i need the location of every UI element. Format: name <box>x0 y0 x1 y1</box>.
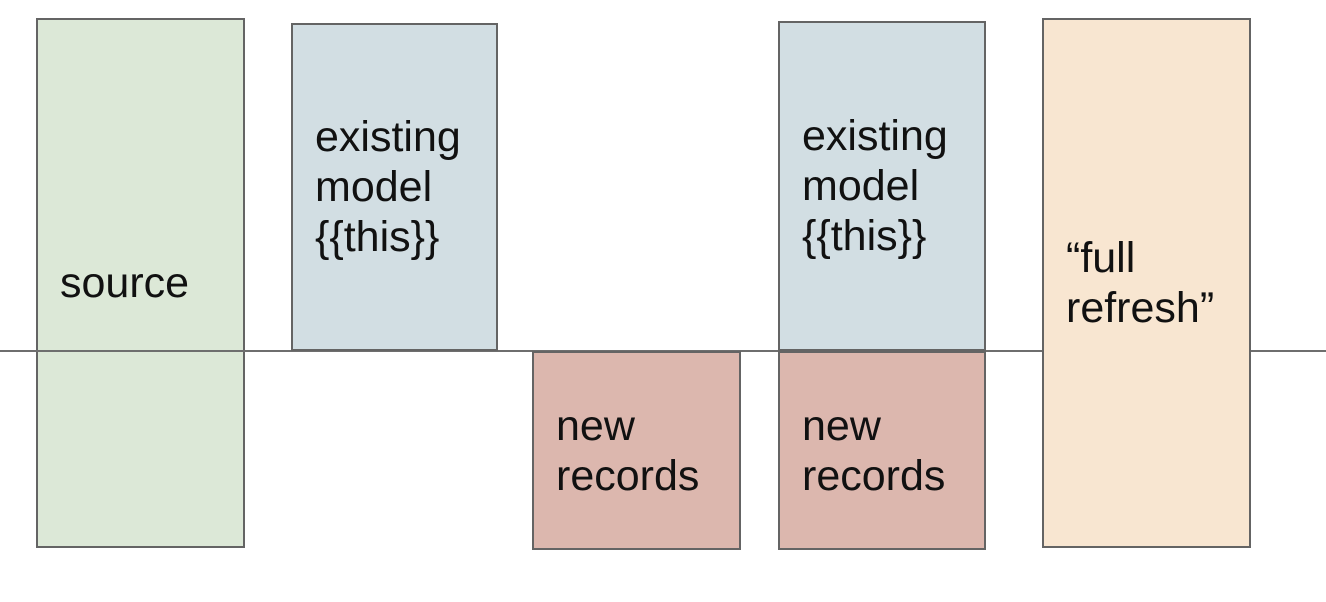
full-refresh-box-label: “full refresh” <box>1066 234 1215 332</box>
new-records-box-1: new records <box>532 351 741 550</box>
new-records-box-2: new records <box>778 351 986 550</box>
new-records-box-2-label: new records <box>802 401 946 500</box>
existing-model-box-1: existing model {{this}} <box>291 23 498 351</box>
existing-model-box-2-label: existing model {{this}} <box>802 112 948 260</box>
source-box-label: source <box>60 259 190 307</box>
existing-model-box-2: existing model {{this}} <box>778 21 986 351</box>
new-records-box-1-label: new records <box>556 401 700 500</box>
full-refresh-box: “full refresh” <box>1042 18 1251 548</box>
source-box: source <box>36 18 245 548</box>
existing-model-box-1-label: existing model {{this}} <box>315 113 461 261</box>
